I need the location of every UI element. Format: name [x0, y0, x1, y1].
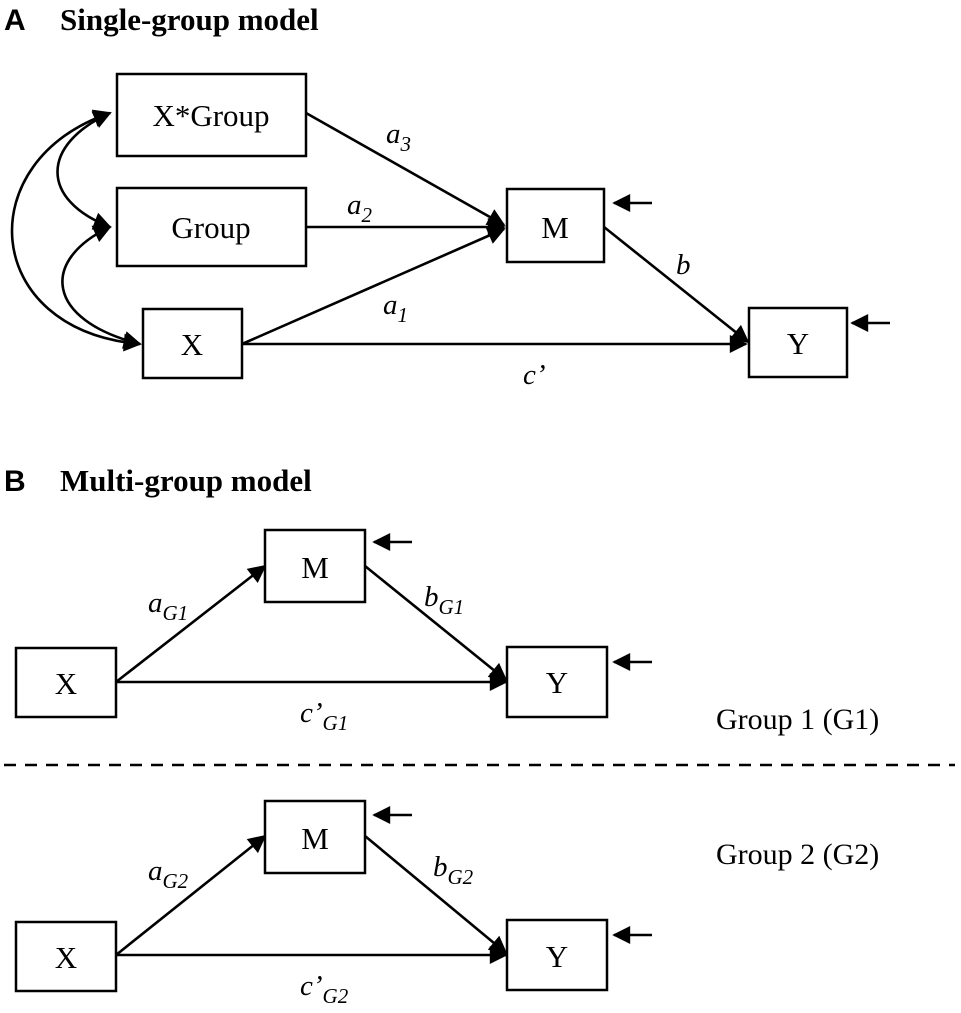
node-group-label: Group — [171, 210, 250, 245]
g1-node-y: Y — [505, 645, 609, 719]
g1-path-a — [115, 564, 267, 684]
g1-node-m: M — [263, 528, 367, 604]
panel-b-title: Multi-group model — [60, 463, 312, 498]
g1-coef-c-prime: c’G1 — [300, 697, 348, 735]
coef-a2: a2 — [347, 189, 373, 227]
coef-b: b — [676, 249, 691, 281]
node-x-label: X — [181, 327, 203, 362]
g2-coef-b: bG2 — [433, 851, 474, 889]
path-b — [603, 225, 750, 344]
g2-node-x-label: X — [55, 940, 77, 975]
g2-node-y: Y — [505, 918, 609, 992]
coef-a3: a3 — [386, 118, 411, 156]
group1-label: Group 1 (G1) — [716, 703, 879, 736]
g1-node-x-label: X — [55, 666, 77, 701]
g2-path-b — [364, 834, 508, 955]
group2-label: Group 2 (G2) — [716, 838, 879, 871]
path-a1 — [241, 227, 506, 346]
coef-c-prime: c’ — [523, 359, 546, 391]
panel-b-letter: B — [4, 465, 26, 498]
panel-a-letter: A — [4, 4, 26, 37]
node-y: Y — [747, 306, 849, 379]
node-xgroup-label: X*Group — [152, 98, 269, 133]
coef-a1: a1 — [383, 289, 408, 327]
g2-node-m-label: M — [301, 821, 329, 856]
g2-node-y-label: Y — [546, 939, 568, 974]
g2-coef-c-prime: c’G2 — [300, 970, 349, 1008]
node-group: Group — [115, 186, 308, 268]
panel-a-title: Single-group model — [60, 2, 319, 37]
node-m: M — [505, 187, 606, 264]
g1-coef-b: bG1 — [424, 581, 464, 619]
path-a3 — [305, 111, 506, 227]
g2-path-a — [115, 834, 267, 957]
covariance-xgroup-group — [56, 111, 112, 230]
g2-node-x: X — [14, 920, 118, 993]
g1-path-b — [364, 564, 508, 682]
node-m-label: M — [541, 210, 569, 245]
node-y-label: Y — [787, 326, 809, 361]
g1-node-m-label: M — [301, 550, 329, 585]
node-xgroup: X*Group — [115, 72, 308, 158]
node-x: X — [141, 307, 244, 380]
g2-node-m: M — [263, 799, 367, 875]
covariance-xgroup-x — [10, 109, 142, 352]
g1-coef-a: aG1 — [148, 587, 188, 625]
g1-node-y-label: Y — [546, 665, 568, 700]
g1-node-x: X — [14, 646, 118, 719]
g2-coef-a: aG2 — [148, 855, 189, 893]
